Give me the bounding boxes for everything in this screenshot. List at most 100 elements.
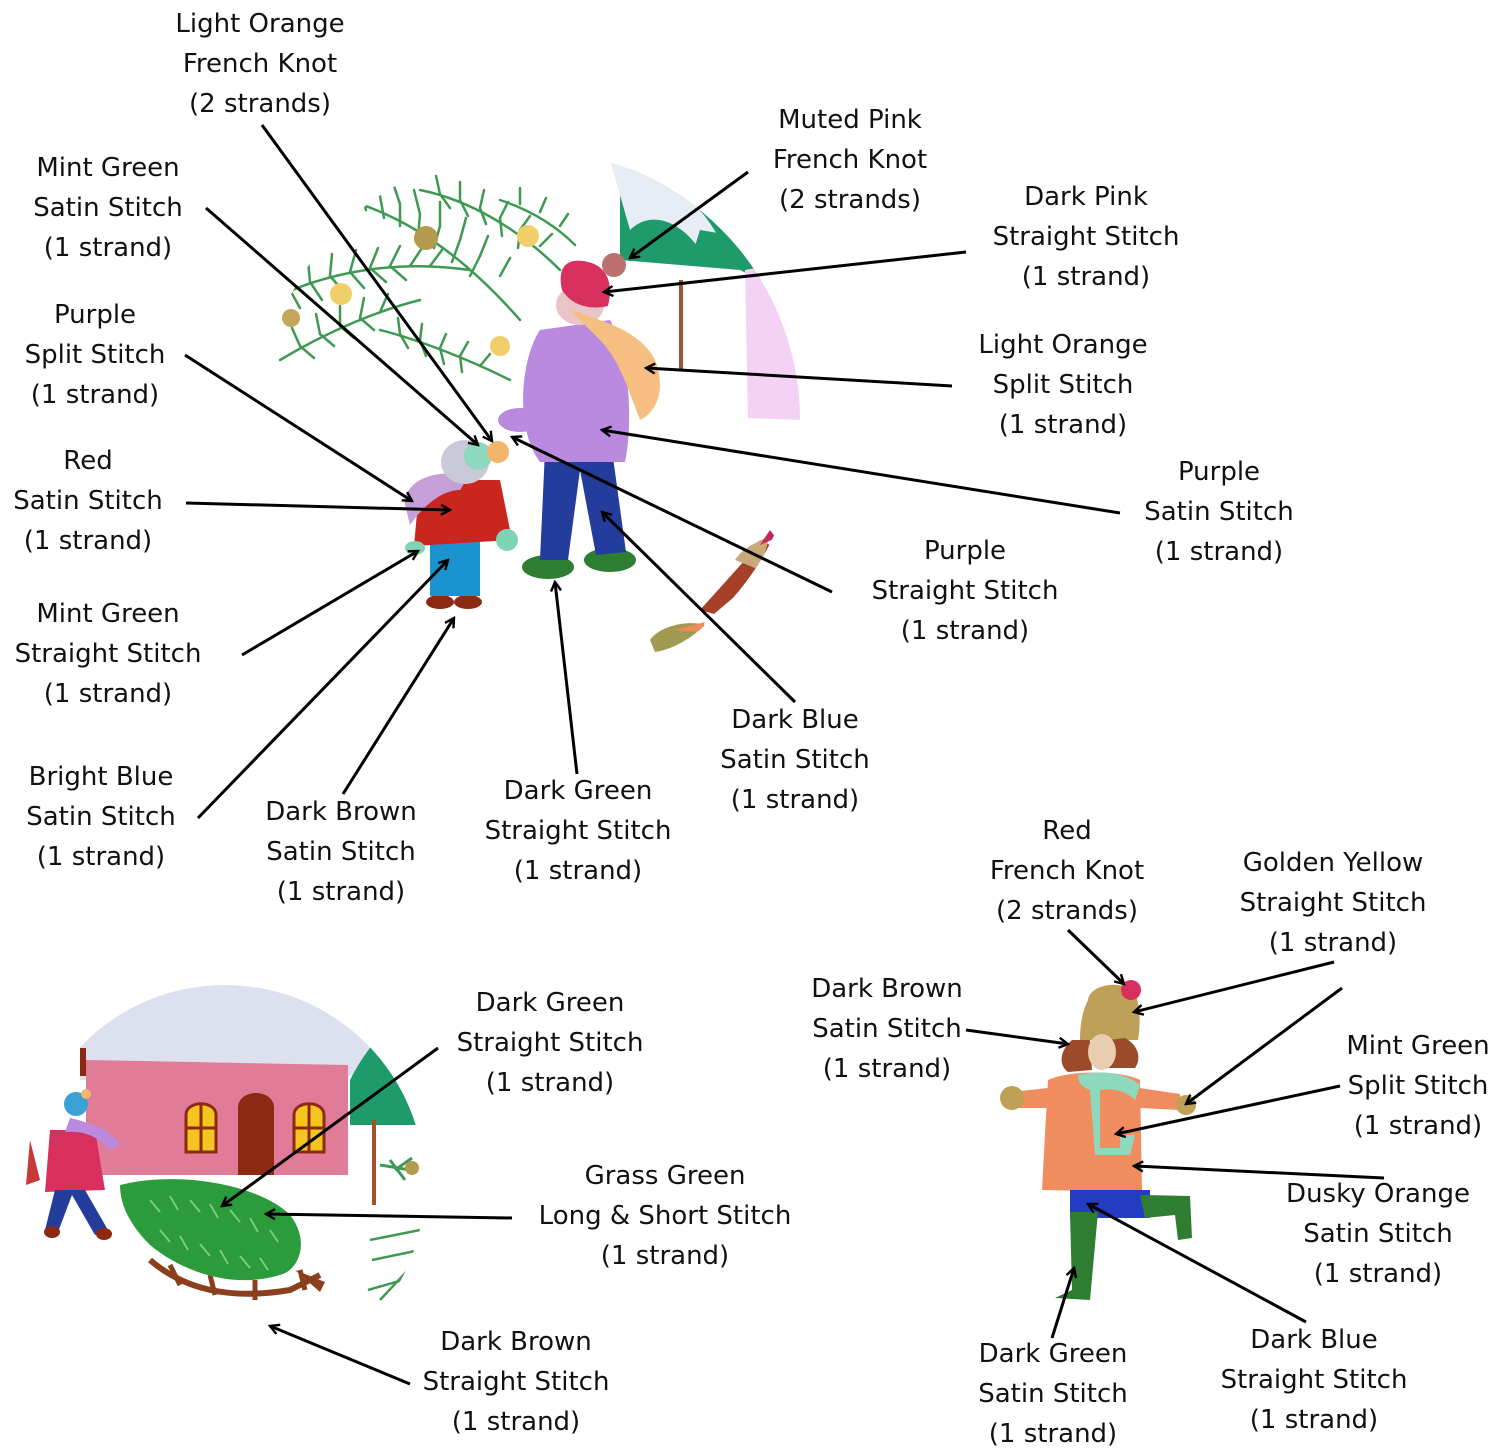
skis bbox=[650, 530, 776, 652]
arrow-dusky-orange-satin-stitch bbox=[1134, 1166, 1385, 1180]
arrow-light-orange-split-stitch bbox=[646, 368, 953, 388]
label-color: Mint Green bbox=[36, 153, 180, 183]
label-stitch: Satin Stitch bbox=[720, 745, 870, 775]
label-stitch: Straight Stitch bbox=[1239, 888, 1427, 918]
label-strands: (1 strand) bbox=[600, 1241, 730, 1271]
label-strands: (1 strand) bbox=[23, 526, 153, 556]
label-strands: (1 strand) bbox=[822, 1054, 952, 1084]
label-dark-brown-satin-stitch-2: Dark Brown Satin Stitch (1 strand) bbox=[792, 969, 982, 1089]
label-color: Grass Green bbox=[584, 1161, 746, 1191]
label-light-orange-split-stitch: Light Orange Split Stitch (1 strand) bbox=[958, 325, 1168, 445]
label-purple-straight-stitch: Purple Straight Stitch (1 strand) bbox=[855, 531, 1075, 651]
label-stitch: Satin Stitch bbox=[978, 1379, 1128, 1409]
walking-person bbox=[26, 1089, 120, 1240]
label-strands: (1 strand) bbox=[988, 1419, 1118, 1449]
label-color: Dark Brown bbox=[811, 974, 963, 1004]
label-stitch: Satin Stitch bbox=[13, 486, 163, 516]
label-color: Dark Green bbox=[503, 776, 653, 806]
label-stitch: Split Stitch bbox=[1347, 1071, 1489, 1101]
label-strands: (1 strand) bbox=[1154, 537, 1284, 567]
label-strands: (1 strand) bbox=[1313, 1259, 1443, 1289]
label-strands: (2 strands) bbox=[996, 896, 1138, 926]
label-dark-pink-straight-stitch: Dark Pink Straight Stitch (1 strand) bbox=[976, 177, 1196, 297]
label-strands: (1 strand) bbox=[43, 679, 173, 709]
label-color: Dark Blue bbox=[731, 705, 859, 735]
label-stitch: Straight Stitch bbox=[1220, 1365, 1408, 1395]
label-stitch: Satin Stitch bbox=[812, 1014, 962, 1044]
label-strands: (2 strands) bbox=[779, 185, 921, 215]
label-stitch: Satin Stitch bbox=[33, 193, 183, 223]
label-stitch: Straight Stitch bbox=[871, 576, 1059, 606]
top-scene bbox=[268, 150, 800, 652]
label-stitch: Straight Stitch bbox=[992, 222, 1180, 252]
arrow-purple-straight-stitch bbox=[512, 437, 833, 594]
arrow-dark-green-straight-stitch-2 bbox=[222, 1046, 439, 1206]
label-strands: (1 strand) bbox=[900, 616, 1030, 646]
arrow-dark-green-satin-stitch bbox=[1050, 1268, 1074, 1339]
label-stitch: Satin Stitch bbox=[266, 837, 416, 867]
label-color: Bright Blue bbox=[28, 762, 174, 792]
arrow-dark-brown-satin-stitch-1 bbox=[341, 618, 454, 795]
child-figure bbox=[404, 440, 518, 609]
arrow-purple-satin-stitch bbox=[602, 430, 1121, 515]
arrow-mint-green-straight-stitch bbox=[241, 549, 418, 657]
label-color: Purple bbox=[1177, 457, 1261, 487]
label-strands: (1 strand) bbox=[43, 233, 173, 263]
label-strands: (1 strand) bbox=[1268, 928, 1398, 958]
pine-branches bbox=[268, 160, 577, 382]
label-color: Purple bbox=[53, 300, 137, 330]
arrow-dark-green-straight-stitch-1 bbox=[555, 582, 579, 775]
label-red-satin-stitch: Red Satin Stitch (1 strand) bbox=[0, 441, 176, 561]
label-strands: (1 strand) bbox=[1249, 1405, 1379, 1435]
bottom-left-scene bbox=[26, 985, 421, 1301]
arrow-grass-green-long-short-stitch bbox=[266, 1214, 513, 1218]
label-strands: (1 strand) bbox=[730, 785, 860, 815]
label-dark-blue-satin-stitch: Dark Blue Satin Stitch (1 strand) bbox=[700, 700, 890, 820]
label-stitch: French Knot bbox=[772, 145, 928, 175]
label-dark-brown-straight-stitch: Dark Brown Straight Stitch (1 strand) bbox=[406, 1322, 626, 1442]
label-color: Red bbox=[1042, 816, 1092, 846]
arrow-dark-brown-satin-stitch-2 bbox=[965, 1028, 1068, 1044]
label-color: Mint Green bbox=[1346, 1031, 1490, 1061]
label-light-orange-french-knot: Light Orange French Knot (2 strands) bbox=[160, 4, 360, 124]
label-stitch: Split Stitch bbox=[992, 370, 1134, 400]
arrow-dark-pink-straight-stitch bbox=[604, 250, 967, 292]
label-strands: (1 strand) bbox=[513, 856, 643, 886]
label-strands: (1 strand) bbox=[276, 877, 406, 907]
label-strands: (1 strand) bbox=[1353, 1111, 1483, 1141]
label-color: Mint Green bbox=[36, 599, 180, 629]
arrow-light-orange-french-knot bbox=[260, 124, 492, 441]
arrow-mint-green-split-stitch bbox=[1116, 1084, 1341, 1134]
arrow-dark-brown-straight-stitch bbox=[270, 1326, 411, 1386]
arrow-golden-yellow-straight-stitch-2 bbox=[1186, 986, 1343, 1104]
label-stitch: French Knot bbox=[989, 856, 1145, 886]
label-color: Dark Blue bbox=[1250, 1325, 1378, 1355]
label-strands: (2 strands) bbox=[189, 89, 331, 119]
label-color: Golden Yellow bbox=[1242, 848, 1424, 878]
label-purple-satin-stitch: Purple Satin Stitch (1 strand) bbox=[1124, 452, 1314, 572]
label-strands: (1 strand) bbox=[485, 1068, 615, 1098]
label-color: Light Orange bbox=[175, 9, 345, 39]
label-stitch: Split Stitch bbox=[24, 340, 166, 370]
label-dark-blue-straight-stitch: Dark Blue Straight Stitch (1 strand) bbox=[1204, 1320, 1424, 1440]
label-strands: (1 strand) bbox=[451, 1407, 581, 1437]
label-stitch: Straight Stitch bbox=[456, 1028, 644, 1058]
label-golden-yellow-straight-stitch: Golden Yellow Straight Stitch (1 strand) bbox=[1218, 843, 1448, 963]
label-stitch: Straight Stitch bbox=[14, 639, 202, 669]
label-mint-green-satin-stitch-1: Mint Green Satin Stitch (1 strand) bbox=[8, 148, 208, 268]
label-color: Red bbox=[63, 446, 113, 476]
label-color: Light Orange bbox=[978, 330, 1148, 360]
leader-arrows bbox=[184, 124, 1385, 1386]
girl-figure bbox=[1000, 980, 1196, 1300]
label-muted-pink-french-knot: Muted Pink French Knot (2 strands) bbox=[740, 100, 960, 220]
label-purple-split-stitch: Purple Split Stitch (1 strand) bbox=[0, 295, 190, 415]
label-dark-green-straight-stitch-1: Dark Green Straight Stitch (1 strand) bbox=[468, 771, 688, 891]
label-dark-green-satin-stitch: Dark Green Satin Stitch (1 strand) bbox=[958, 1334, 1148, 1454]
label-stitch: Satin Stitch bbox=[26, 802, 176, 832]
arrow-muted-pink-french-knot bbox=[630, 170, 749, 258]
label-color: Muted Pink bbox=[778, 105, 922, 135]
arrow-purple-split-stitch bbox=[184, 353, 412, 501]
label-color: Dusky Orange bbox=[1286, 1179, 1470, 1209]
label-strands: (1 strand) bbox=[30, 380, 160, 410]
